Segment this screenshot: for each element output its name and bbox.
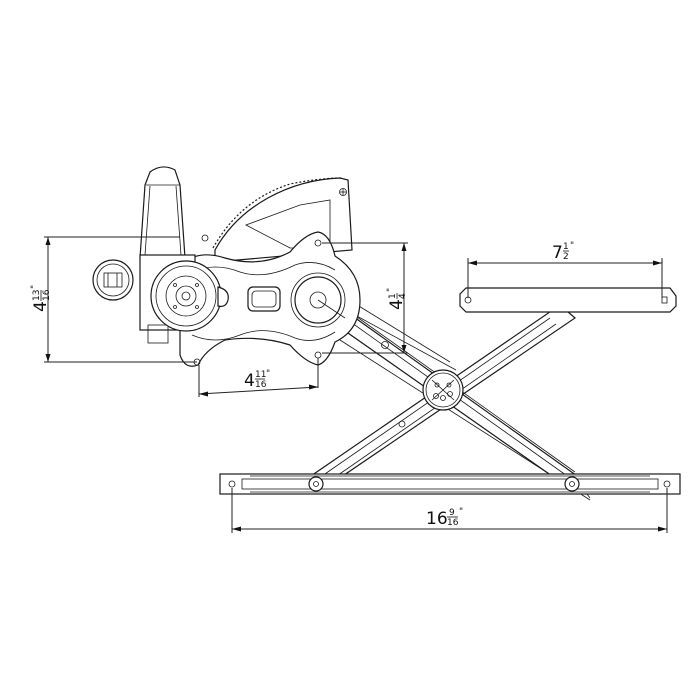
svg-text:9: 9	[449, 508, 455, 518]
svg-text:16: 16	[255, 380, 267, 390]
dim-pivot-height: 4 1 4 "	[322, 242, 408, 354]
mounting-bracket	[179, 231, 389, 367]
svg-text:": "	[266, 369, 270, 379]
mount-hole	[314, 239, 322, 247]
motor	[92, 166, 229, 344]
dim-bracket-width: 4 11 16 "	[198, 358, 319, 397]
svg-text:1: 1	[563, 242, 569, 252]
dim-top-rail-length: 7 1 2 "	[467, 241, 663, 298]
mount-hole	[228, 480, 236, 488]
svg-text:11: 11	[255, 370, 266, 380]
svg-text:13: 13	[32, 290, 42, 301]
svg-text:16: 16	[426, 509, 448, 529]
svg-text:": "	[386, 288, 396, 292]
dim-motor-height: 4 13 16 "	[30, 236, 197, 363]
mount-hole	[663, 480, 671, 488]
dim-bottom-rail-length: 16 9 16 "	[231, 488, 668, 533]
svg-text:": "	[570, 241, 574, 251]
svg-text:4: 4	[31, 301, 51, 312]
svg-text:4: 4	[398, 293, 408, 299]
svg-text:1: 1	[388, 293, 398, 299]
svg-text:16: 16	[447, 518, 459, 528]
svg-text:7: 7	[552, 243, 563, 263]
svg-text:": "	[30, 285, 40, 289]
svg-text:16: 16	[42, 289, 52, 301]
svg-text:4: 4	[387, 299, 407, 310]
svg-text:": "	[459, 507, 463, 517]
svg-text:2: 2	[563, 252, 569, 262]
svg-text:4: 4	[244, 371, 255, 391]
top-glass-rail	[459, 287, 677, 313]
bottom-rail	[219, 473, 681, 495]
